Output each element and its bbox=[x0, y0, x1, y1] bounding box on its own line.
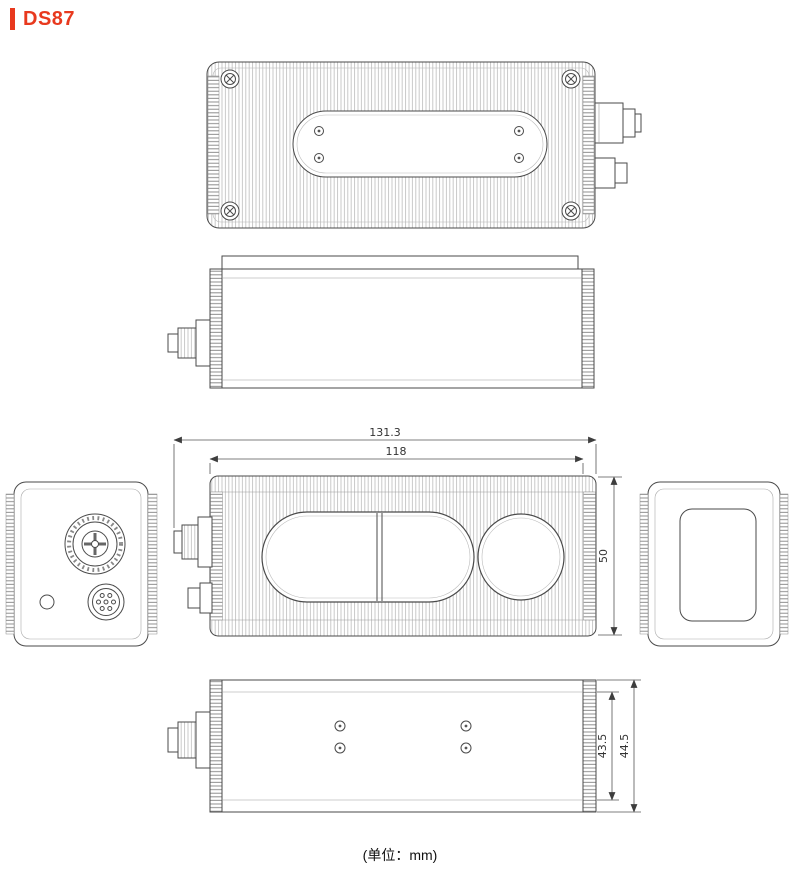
view-right-end bbox=[639, 481, 789, 647]
side-top-lid bbox=[221, 255, 579, 270]
bottom-body bbox=[209, 679, 597, 813]
corner-screws bbox=[220, 69, 581, 221]
view-top bbox=[206, 61, 642, 229]
dim-height-label: 50 bbox=[597, 549, 610, 563]
unit-note: (单位：mm) bbox=[362, 847, 438, 863]
right-end-window bbox=[679, 508, 757, 622]
product-title: DS87 bbox=[10, 8, 75, 30]
view-side bbox=[167, 255, 595, 389]
top-side-connectors bbox=[594, 102, 642, 189]
lens-window bbox=[477, 513, 565, 601]
dimension-depth-inner: 43.5 bbox=[596, 691, 619, 801]
dimension-body-length: 118 bbox=[209, 445, 584, 474]
fin-edge-left bbox=[207, 75, 220, 215]
fin-edge-right bbox=[582, 75, 595, 215]
m12-connector bbox=[64, 513, 126, 575]
dim-body-length-label: 118 bbox=[386, 445, 407, 458]
dimension-height: 50 bbox=[597, 476, 622, 636]
top-mounting-plate bbox=[292, 110, 548, 178]
side-body bbox=[209, 268, 595, 389]
led-indicator bbox=[39, 594, 55, 610]
front-side-connectors bbox=[173, 516, 213, 614]
optical-window bbox=[261, 511, 475, 603]
side-cable-connector bbox=[167, 319, 211, 367]
dim-depth-overall-label: 44.5 bbox=[618, 734, 631, 759]
view-bottom bbox=[167, 679, 597, 813]
dimension-overall-length: 131.3 bbox=[173, 426, 597, 528]
bottom-cable-connector bbox=[167, 711, 211, 769]
dim-depth-inner-label: 43.5 bbox=[596, 734, 609, 759]
view-left-end bbox=[5, 481, 158, 647]
mounting-holes bbox=[334, 720, 472, 754]
dim-overall-length-label: 131.3 bbox=[369, 426, 401, 439]
dimension-depth-overall: 44.5 bbox=[597, 679, 641, 813]
view-front bbox=[173, 475, 597, 637]
aux-round-connector bbox=[87, 583, 125, 621]
